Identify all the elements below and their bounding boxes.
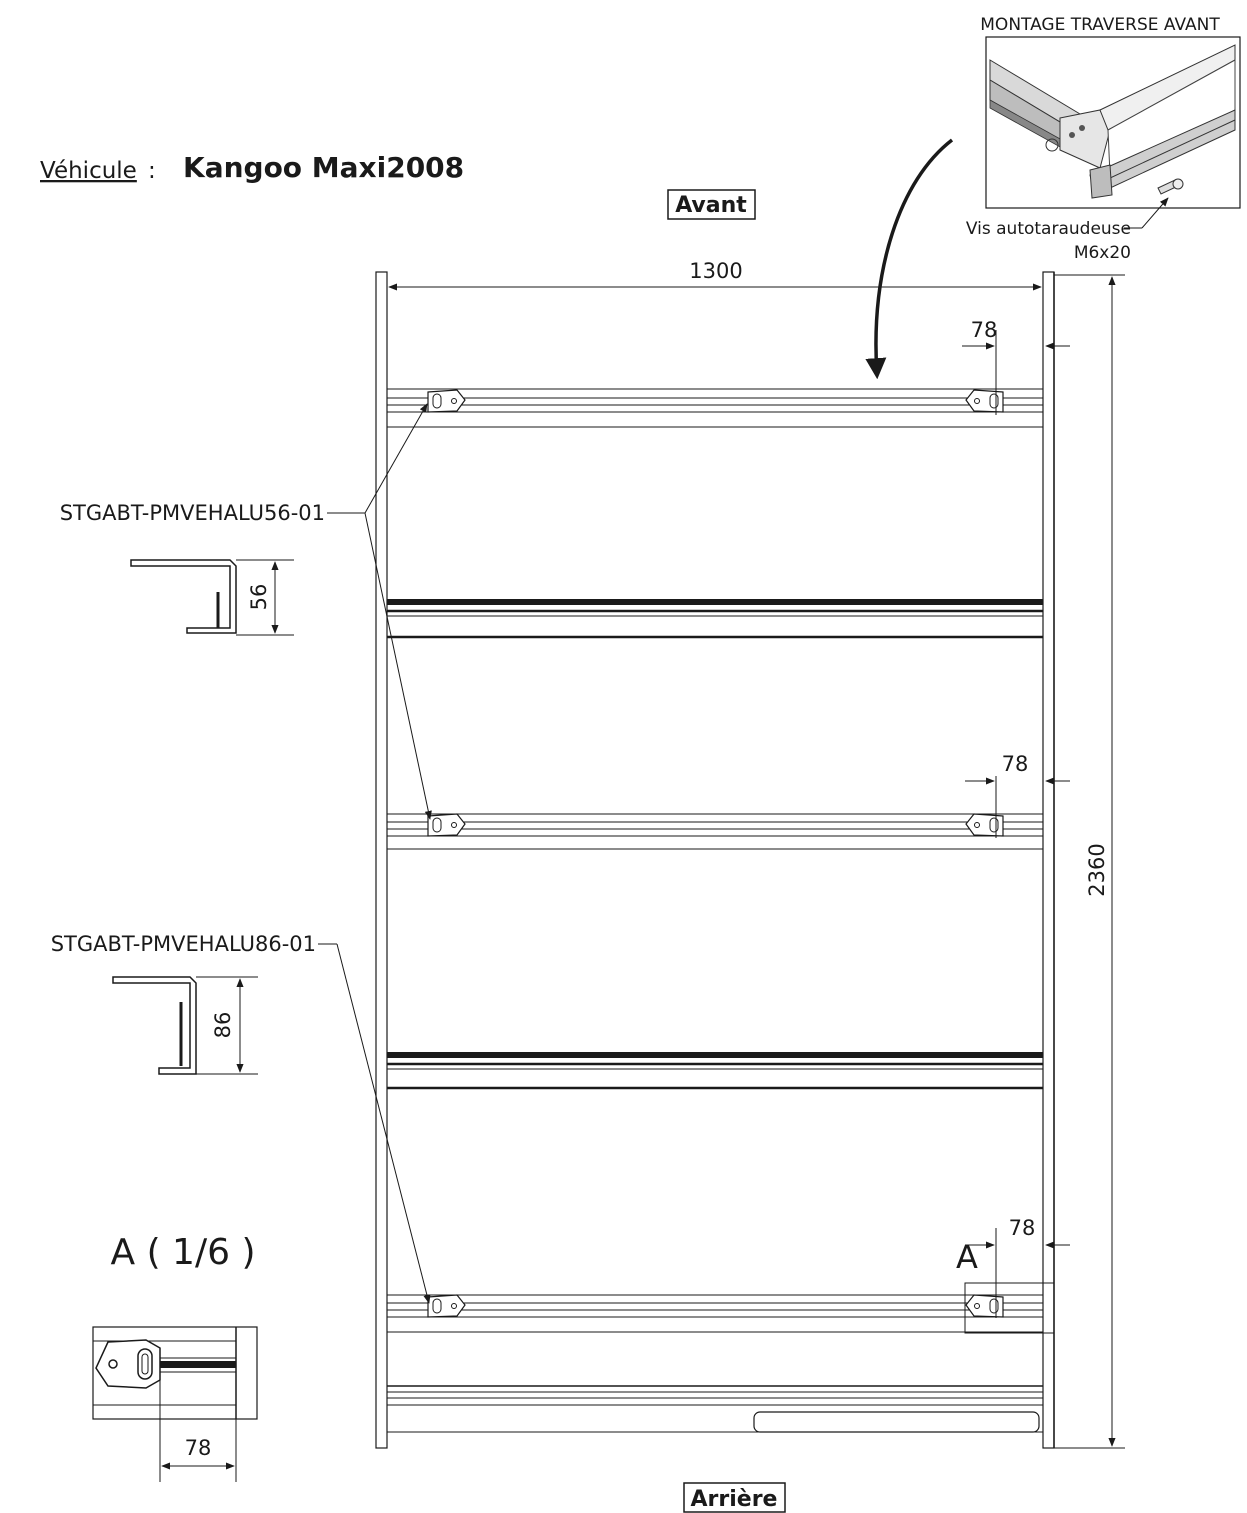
part-86-label: STGABT-PMVEHALU86-01: [51, 932, 316, 956]
rear-label: Arrière: [683, 1482, 786, 1513]
vehicle-separator: :: [148, 158, 156, 184]
crossbar-rear: [387, 1282, 1055, 1334]
profile-56-section: [130, 559, 237, 634]
dimension-offset-middle-value: 78: [1002, 752, 1029, 776]
front-label-text: Avant: [675, 193, 747, 218]
detail-a-frame: [964, 1282, 1055, 1334]
crossbar-heavy-2: [387, 1052, 1043, 1090]
profile-86-section: [112, 976, 197, 1075]
crossbar-front: [387, 388, 1043, 428]
crossbar-middle: [387, 813, 1043, 850]
dimension-width-value: 1300: [689, 259, 742, 283]
rear-end: [387, 1385, 1043, 1433]
dimension-length: 2360: [1054, 274, 1125, 1449]
crossbar-heavy-1: [387, 599, 1043, 639]
dimension-offset-bottom: 78 A: [956, 1216, 1070, 1318]
dimension-width: 1300: [386, 259, 1044, 292]
bracket-right: [965, 813, 1004, 837]
rear-label-text: Arrière: [691, 1487, 778, 1512]
bracket-left: [427, 389, 466, 413]
frame: [375, 271, 1055, 1449]
part-56: STGABT-PMVEHALU56-01 56: [60, 403, 432, 820]
bracket-right: [965, 1294, 1004, 1318]
bracket-left: [427, 1294, 466, 1318]
detail-a: A ( 1/6 ) 78: [92, 1232, 258, 1482]
vehicle-header: Véhicule : Kangoo Maxi2008: [40, 151, 464, 184]
dimension-offset-top-value: 78: [971, 318, 998, 342]
inset-title: MONTAGE TRAVERSE AVANT: [980, 15, 1220, 35]
dimension-offset-top: 78: [962, 318, 1070, 415]
detail-a-offset: 78: [185, 1436, 212, 1460]
vehicle-label: Véhicule: [40, 158, 137, 184]
inset-montage: MONTAGE TRAVERSE AVANT Vis autotaraudeus…: [966, 15, 1241, 263]
dimension-offset-bottom-value: 78: [1009, 1216, 1036, 1240]
dimension-offset-middle: 78: [965, 752, 1070, 838]
detail-a-title: A ( 1/6 ): [111, 1232, 256, 1273]
inset-screw-name: Vis autotaraudeuse: [966, 219, 1131, 239]
profile-86-height: 86: [211, 1012, 235, 1039]
detail-marker: A: [956, 1238, 978, 1276]
vehicle-model: Kangoo Maxi2008: [183, 151, 464, 184]
dimension-length-value: 2360: [1085, 843, 1109, 896]
part-56-label: STGABT-PMVEHALU56-01: [60, 501, 325, 525]
inset-screw-size: M6x20: [1074, 243, 1131, 263]
front-label: Avant: [667, 189, 756, 220]
part-86: STGABT-PMVEHALU86-01 86: [51, 932, 431, 1304]
bracket-left: [427, 813, 466, 837]
bracket-right: [965, 389, 1004, 413]
inset-pointer-arrow: [865, 138, 954, 380]
rear-step: [753, 1411, 1040, 1433]
profile-56-height: 56: [247, 584, 271, 611]
